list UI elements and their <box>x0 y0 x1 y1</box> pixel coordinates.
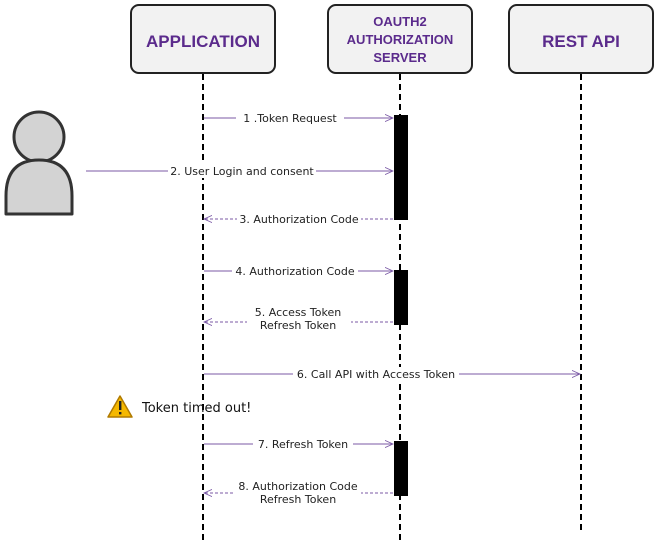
message-refresh-token-label-2: Refresh Token <box>260 493 336 506</box>
message-authorization-code-return-label: 3. Authorization Code <box>239 213 359 226</box>
user-icon <box>4 110 74 216</box>
participant-auth-label-line-1: OAUTH2 <box>373 14 426 29</box>
message-refresh-token-label: Refresh Token <box>260 319 336 332</box>
message-token-request: 1 .Token Request <box>204 111 393 125</box>
message-token-request-label: 1 .Token Request <box>243 112 337 125</box>
participant-auth-label-line-2: AUTHORIZATION <box>347 32 454 47</box>
message-authorization-refresh-return: 8. Authorization Code Refresh Token <box>204 479 393 507</box>
participant-authorization-server: OAUTH2 AUTHORIZATION SERVER <box>327 4 473 74</box>
message-refresh-token-request: 7. Refresh Token <box>204 437 393 451</box>
token-timeout-note: Token timed out! <box>107 395 251 418</box>
participant-rest-api: REST API <box>508 4 654 74</box>
message-authorization-code-return: 3. Authorization Code <box>204 212 393 226</box>
warning-icon <box>107 395 133 418</box>
message-user-login-consent: 2. User Login and consent <box>86 164 393 178</box>
activation-bar-1 <box>394 115 408 220</box>
message-authorization-code-send-label: 4. Authorization Code <box>235 265 355 278</box>
message-refresh-token-request-label: 7. Refresh Token <box>258 438 348 451</box>
activation-bar-3 <box>394 441 408 496</box>
message-access-refresh-token: 5. Access Token Refresh Token <box>204 305 393 333</box>
participant-application: APPLICATION <box>130 4 276 74</box>
token-timeout-label: Token timed out! <box>141 401 251 416</box>
message-user-login-consent-label: 2. User Login and consent <box>170 165 314 178</box>
participant-rest-api-label: REST API <box>542 32 620 51</box>
participant-application-label: APPLICATION <box>146 32 260 51</box>
message-call-api-label: 6. Call API with Access Token <box>297 368 455 381</box>
activation-bar-2 <box>394 270 408 325</box>
message-authorization-code-label-2: 8. Authorization Code <box>238 480 358 493</box>
message-authorization-code-send: 4. Authorization Code <box>204 264 393 278</box>
message-access-token-label: 5. Access Token <box>255 306 341 319</box>
participant-auth-label-line-3: SERVER <box>373 50 427 65</box>
message-call-api: 6. Call API with Access Token <box>204 367 580 381</box>
